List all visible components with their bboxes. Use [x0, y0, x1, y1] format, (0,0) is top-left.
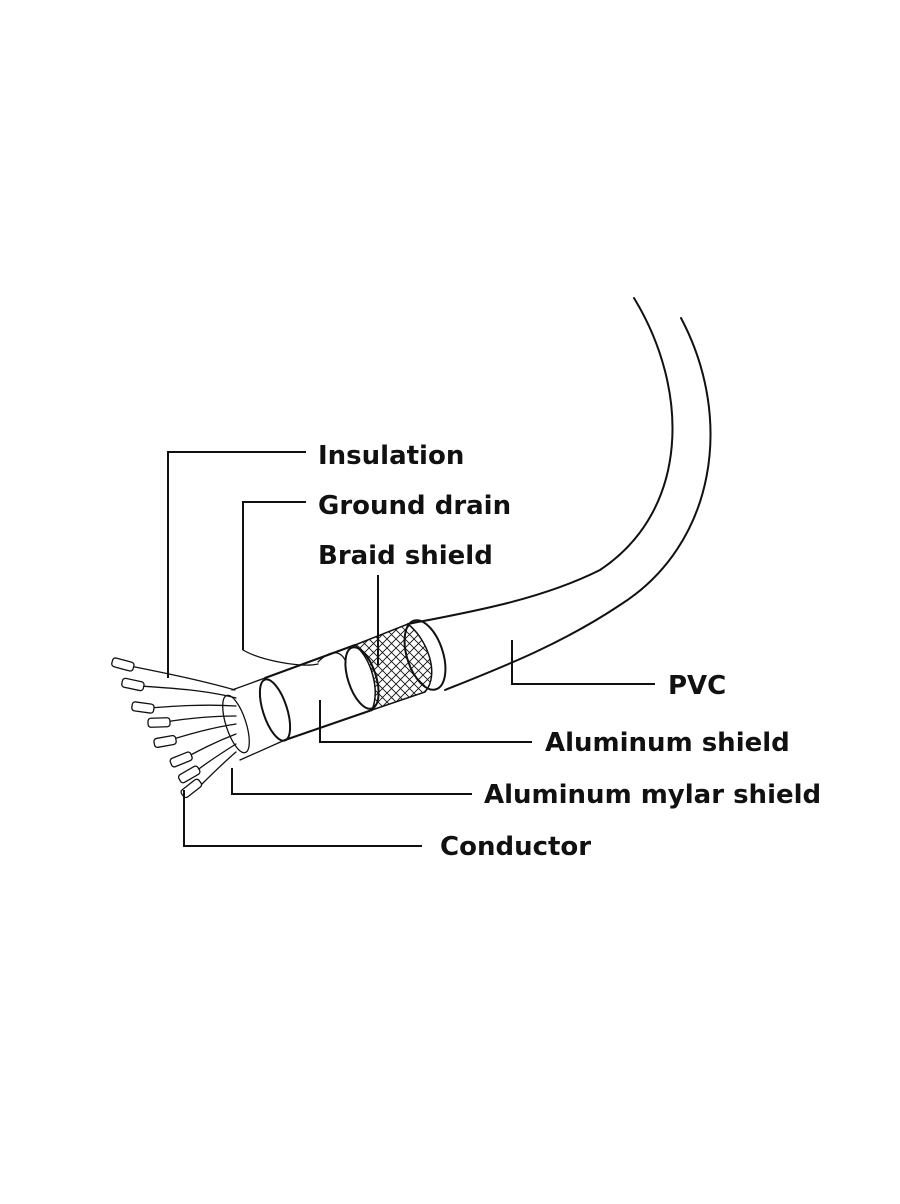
- conductor-bundle: [129, 665, 237, 787]
- leader-ground-drain: [242, 501, 306, 650]
- leader-insulation: [167, 451, 306, 678]
- leader-aluminum-shield: [319, 700, 532, 743]
- ground-drain-wire: [242, 649, 319, 666]
- label-conductor: Conductor: [440, 832, 591, 862]
- conductor-tips: [111, 657, 203, 799]
- label-ground-drain: Ground drain: [318, 491, 511, 521]
- label-pvc: PVC: [668, 671, 726, 701]
- aluminum-mylar-shield-layer: [222, 677, 286, 761]
- label-braid-shield: Braid shield: [318, 541, 493, 571]
- leader-pvc: [511, 640, 655, 685]
- label-aluminum-mylar-shield: Aluminum mylar shield: [484, 780, 821, 810]
- label-insulation: Insulation: [318, 441, 464, 471]
- leader-conductor: [183, 790, 422, 847]
- label-aluminum-shield: Aluminum shield: [545, 728, 790, 758]
- leader-aluminum-mylar-shield: [231, 768, 472, 795]
- braid-shield: [344, 623, 433, 712]
